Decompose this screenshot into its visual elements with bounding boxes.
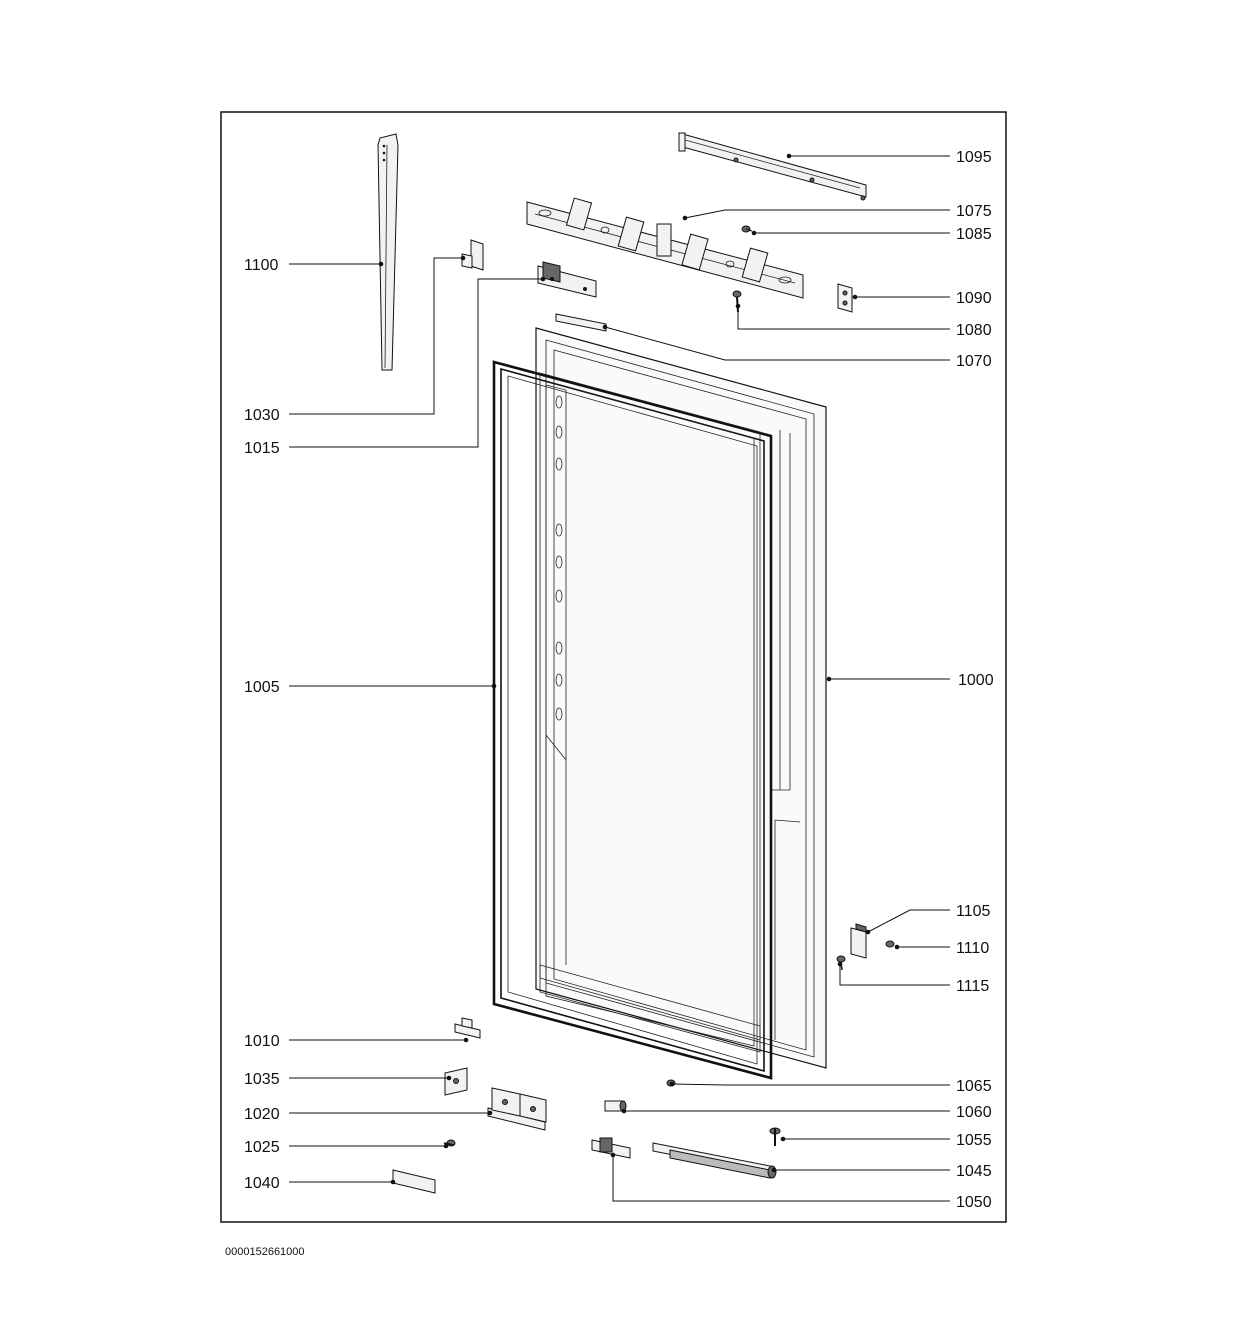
- label-1040: 1040: [244, 1175, 280, 1192]
- label-1000: 1000: [958, 672, 994, 689]
- leader-lines: [289, 155, 950, 1202]
- bracket-1010: [454, 1017, 481, 1039]
- screw-1025: [443, 1139, 456, 1147]
- label-1100: 1100: [244, 257, 279, 274]
- clip-1050: [591, 1137, 631, 1159]
- label-1035: 1035: [244, 1071, 280, 1088]
- label-1015: 1015: [244, 440, 280, 457]
- label-1085: 1085: [956, 226, 992, 243]
- top-cover-1095: [678, 132, 867, 201]
- label-1025: 1025: [244, 1139, 280, 1156]
- damper-rod-1045: [652, 1142, 777, 1179]
- lower-hinge-1020: [487, 1087, 547, 1131]
- label-1075: 1075: [956, 203, 992, 220]
- hinge-plate-1075: [526, 197, 804, 299]
- label-1005: 1005: [244, 679, 280, 696]
- label-1010: 1010: [244, 1033, 280, 1050]
- screw-1085: [741, 225, 753, 233]
- label-1050: 1050: [956, 1194, 992, 1211]
- spacer-strip-1070: [555, 313, 607, 332]
- label-1030: 1030: [244, 407, 280, 424]
- label-1115: 1115: [956, 978, 989, 995]
- label-1095: 1095: [956, 149, 992, 166]
- handle-bracket-1105: [850, 923, 867, 959]
- diagram-frame: [220, 111, 1007, 1223]
- label-1065: 1065: [956, 1078, 992, 1095]
- label-1110: 1110: [956, 940, 989, 957]
- cover-plate-1040: [392, 1169, 436, 1194]
- drawing-code: 0000152661000: [225, 1246, 305, 1258]
- door-panel-1000: [535, 327, 827, 1069]
- vertical-rail-1100: [377, 133, 399, 371]
- label-1105: 1105: [956, 903, 991, 920]
- upper-hinge-1015: [537, 261, 597, 298]
- bracket-1030: [461, 239, 484, 271]
- screw-1080: [732, 290, 742, 313]
- label-1080: 1080: [956, 322, 992, 339]
- label-1070: 1070: [956, 353, 992, 370]
- label-1045: 1045: [956, 1163, 992, 1180]
- leader-dots: [378, 153, 900, 1185]
- left-part-labels: 1100 1030 1015 1005 1010 1035 1020 1025 …: [244, 257, 280, 1192]
- label-1060: 1060: [956, 1104, 992, 1121]
- door-gasket-1005: [492, 360, 773, 1080]
- screw-1110: [885, 940, 895, 948]
- screw-1055: [769, 1127, 781, 1146]
- bracket-1090: [837, 283, 853, 313]
- label-1055: 1055: [956, 1132, 992, 1149]
- right-part-labels: 1095 1075 1085 1090 1080 1070 1000 1105 …: [956, 149, 994, 1211]
- label-1020: 1020: [244, 1106, 280, 1123]
- label-1090: 1090: [956, 290, 992, 307]
- plate-1035: [444, 1067, 468, 1096]
